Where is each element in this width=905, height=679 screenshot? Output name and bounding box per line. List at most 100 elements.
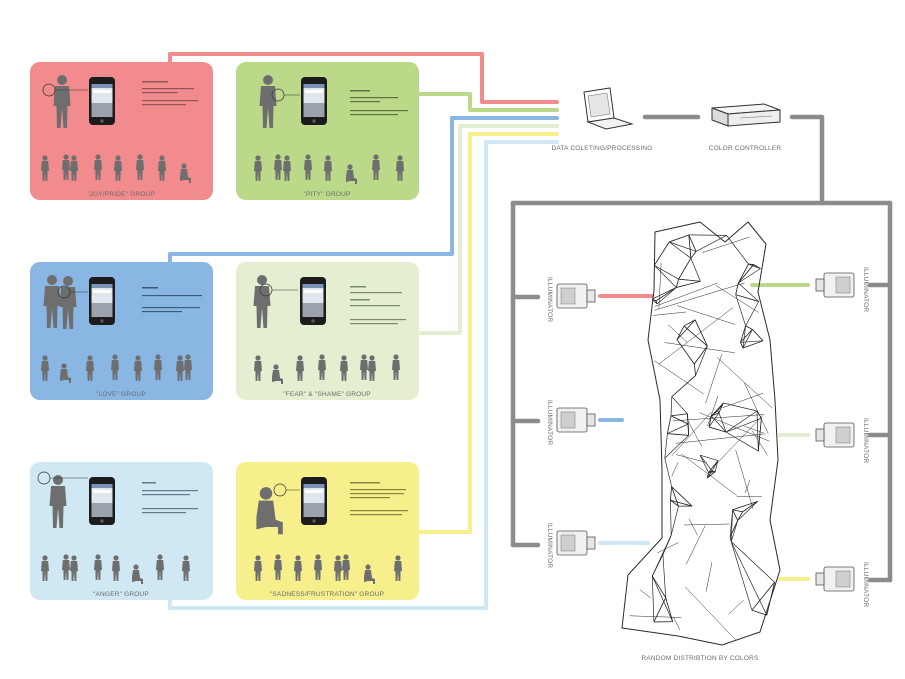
mesh-strut xyxy=(665,597,674,622)
mesh-strut xyxy=(683,319,696,327)
mesh-strut xyxy=(654,282,745,311)
mesh-strut xyxy=(629,615,682,618)
smartphone-icon xyxy=(300,277,326,325)
mesh-strut xyxy=(742,340,764,349)
group-label-fear: "FEAR" & "SHAME" GROUP xyxy=(283,391,371,398)
mesh-strut xyxy=(693,363,696,376)
mesh-strut xyxy=(725,417,762,433)
mesh-strut xyxy=(707,395,719,426)
mesh-strut xyxy=(706,472,709,479)
mesh-strut xyxy=(677,305,736,325)
mesh-strut xyxy=(728,599,744,615)
mesh-strut xyxy=(675,279,679,288)
smartphone-icon xyxy=(301,77,327,125)
mesh-strut xyxy=(699,454,713,472)
mesh-strut xyxy=(655,287,677,302)
mesh-strut xyxy=(708,412,720,428)
mesh-strut xyxy=(688,234,697,252)
panel-fear: "FEAR" & "SHAME" GROUP xyxy=(236,262,419,400)
mesh-strut xyxy=(745,325,753,330)
mesh-strut xyxy=(740,340,764,343)
controller-label: COLOR CONTROLLER xyxy=(709,145,782,152)
mesh-strut xyxy=(670,499,693,507)
mesh-strut xyxy=(653,597,667,623)
svg-text:ILLUMINATOR: ILLUMINATOR xyxy=(862,562,869,607)
mesh-strut xyxy=(708,426,727,433)
mesh-strut xyxy=(744,425,764,434)
wire-anger xyxy=(168,140,559,610)
mesh-strut xyxy=(664,435,689,459)
mesh-strut xyxy=(751,609,767,616)
mesh-strut xyxy=(738,264,754,284)
mesh-strut xyxy=(711,412,720,417)
mesh-strut xyxy=(757,418,762,452)
mesh-strut xyxy=(671,486,679,507)
mesh-strut xyxy=(752,329,764,342)
mesh-strut xyxy=(742,329,753,349)
mesh-strut xyxy=(651,575,674,622)
svg-text:ILLUMINATOR: ILLUMINATOR xyxy=(862,267,869,312)
mesh-strut xyxy=(709,415,763,472)
group-label-anger: "ANGER" GROUP xyxy=(93,591,149,598)
mesh-strut xyxy=(740,342,744,349)
sculpture-caption: RANDOM DISTRIBTION BY COLORS xyxy=(641,655,759,662)
panel-joy: "JOY/PRIDE" GROUP xyxy=(30,62,213,200)
mesh-strut xyxy=(726,235,749,265)
mesh-strut xyxy=(670,413,688,417)
mesh-strut xyxy=(730,541,775,583)
mesh-strut xyxy=(722,392,764,409)
mesh-strut xyxy=(737,263,749,284)
mesh-strut xyxy=(725,410,758,433)
mesh-strut xyxy=(699,412,770,442)
smartphone-icon xyxy=(89,77,115,125)
laptop-icon xyxy=(583,87,634,130)
mesh-strut xyxy=(653,311,687,316)
mesh-strut xyxy=(737,501,758,521)
mesh-strut xyxy=(711,410,718,417)
mesh-strut xyxy=(702,236,750,253)
mesh-strut xyxy=(737,511,743,521)
group-label-pity: "PITY" GROUP xyxy=(303,191,350,198)
mesh-strut xyxy=(667,433,689,436)
wire-sadness xyxy=(418,132,559,534)
mesh-strut xyxy=(729,536,732,542)
panel-anger: "ANGER" GROUP xyxy=(30,462,213,600)
illuminator-icon xyxy=(815,422,855,448)
mesh-strut xyxy=(672,616,681,630)
mesh-strut xyxy=(718,402,724,413)
svg-text:ILLUMINATOR: ILLUMINATOR xyxy=(546,277,553,322)
svg-text:ILLUMINATOR: ILLUMINATOR xyxy=(546,523,553,568)
mesh-strut xyxy=(670,499,679,507)
panel-pity: "PITY" GROUP xyxy=(236,62,419,200)
controller-icon xyxy=(711,103,781,127)
mesh-strut xyxy=(708,471,716,473)
mesh-strut xyxy=(670,500,672,536)
mesh-strut xyxy=(744,382,769,434)
mesh-strut xyxy=(670,486,672,501)
mesh-strut xyxy=(678,278,701,282)
mesh-strut xyxy=(664,458,672,487)
svg-text:ILLUMINATOR: ILLUMINATOR xyxy=(862,418,869,463)
mesh-strut xyxy=(683,523,730,526)
mesh-strut xyxy=(735,294,759,302)
mesh-strut xyxy=(671,462,679,477)
mesh-strut xyxy=(748,263,761,269)
wire-mesh-sculpture xyxy=(621,221,781,646)
mesh-strut xyxy=(687,420,703,447)
mesh-strut xyxy=(670,506,679,536)
mesh-strut xyxy=(738,282,759,302)
wire-love xyxy=(168,116,559,264)
control-wires xyxy=(510,114,893,583)
mesh-strut xyxy=(669,234,689,243)
illuminator-icon xyxy=(815,566,855,592)
illuminator-icon xyxy=(556,530,596,556)
mesh-strut xyxy=(740,329,753,343)
mesh-strut xyxy=(695,345,708,376)
mesh-strut xyxy=(651,554,664,577)
group-label-sadness: "SADNESS/FRUSTRATION" GROUP xyxy=(270,591,384,598)
mesh-strut xyxy=(705,354,723,404)
mesh-strut xyxy=(690,258,701,282)
mesh-strut xyxy=(694,319,708,347)
mesh-strut xyxy=(676,339,695,365)
mesh-strut xyxy=(740,325,746,343)
